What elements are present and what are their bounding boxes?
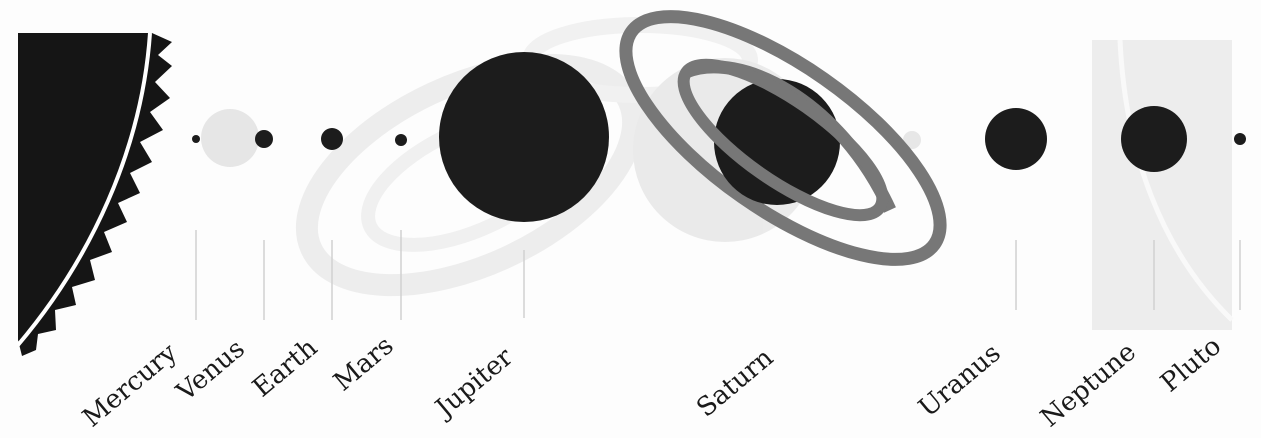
label-mercury: Mercury	[77, 338, 183, 434]
planet-mercury	[192, 135, 200, 143]
planet-venus	[255, 130, 273, 148]
planet-labels: Mercury Venus Earth Mars Jupiter Saturn …	[77, 331, 1227, 434]
label-uranus: Uranus	[913, 338, 1006, 423]
sun-silhouette	[18, 33, 172, 356]
label-venus: Venus	[170, 334, 250, 408]
ghost-disc-venus	[201, 109, 259, 167]
planet-uranus	[985, 108, 1047, 170]
ghost-panel-right	[1092, 40, 1232, 330]
label-earth: Earth	[247, 333, 323, 404]
planet-jupiter	[439, 52, 609, 222]
label-mars: Mars	[328, 331, 399, 398]
sun-edge	[18, 33, 172, 356]
planet-mars	[395, 134, 407, 146]
label-neptune: Neptune	[1035, 337, 1142, 433]
planet-earth	[321, 128, 343, 150]
planet-neptune	[1121, 106, 1187, 172]
label-jupiter: Jupiter	[428, 342, 519, 425]
label-saturn: Saturn	[691, 343, 779, 424]
planet-pluto	[1234, 133, 1246, 145]
label-pluto: Pluto	[1155, 331, 1227, 398]
